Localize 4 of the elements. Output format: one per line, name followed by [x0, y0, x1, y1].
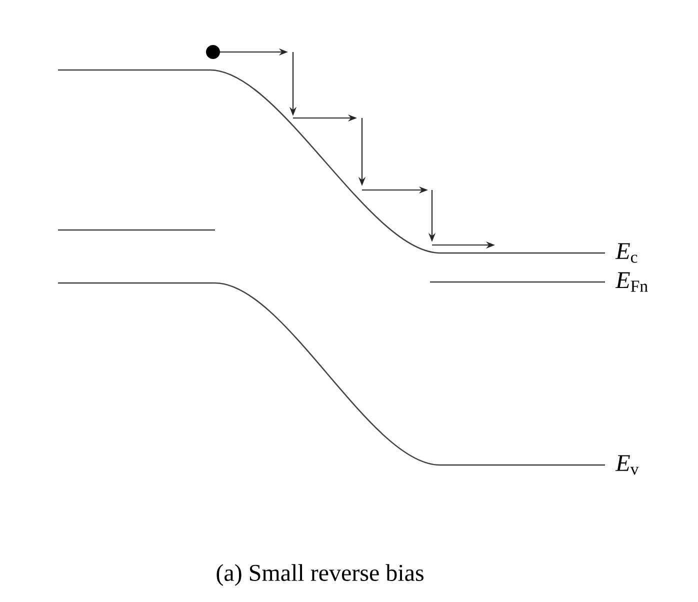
band-label: E$_{Fn}$	[615, 272, 648, 292]
band-label: E$_{v}$	[615, 455, 639, 475]
band-label: E$_{c}$	[615, 243, 638, 263]
figure-caption: (a) Small reverse bias	[216, 564, 424, 586]
